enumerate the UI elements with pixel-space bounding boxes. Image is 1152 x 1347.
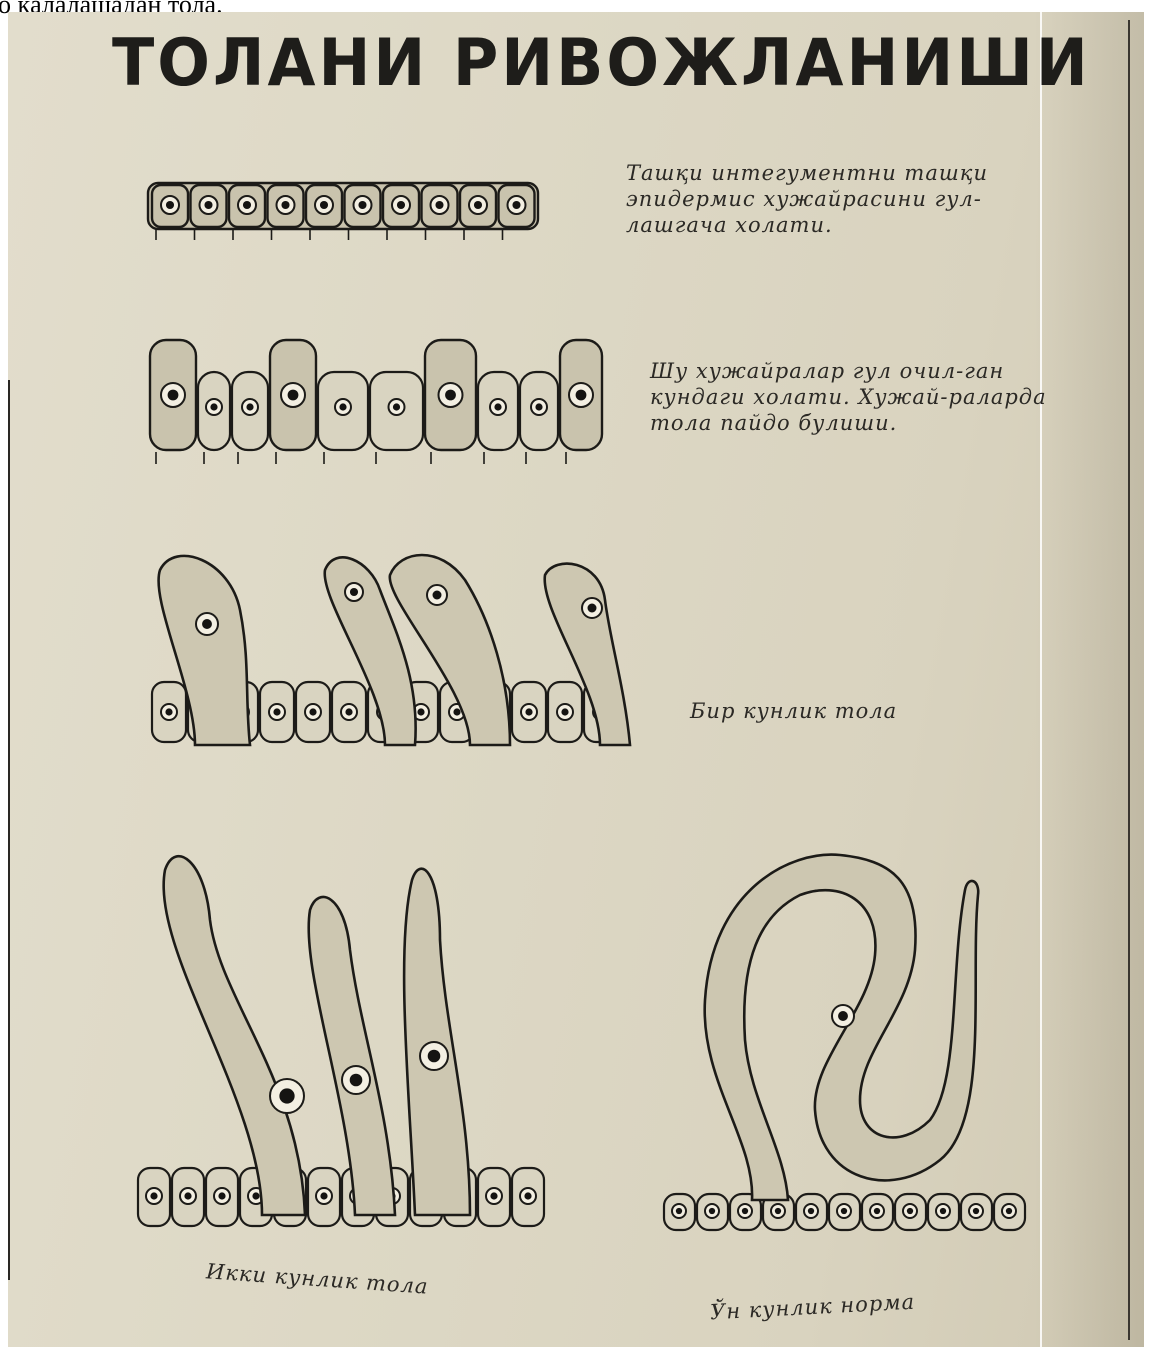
- stage-3-caption: Бир кунлик тола: [690, 698, 897, 724]
- poster-title: ТОЛАНИ РИВОЖЛАНИШИ: [112, 24, 1091, 101]
- stage-4-two-day-fibers: [138, 856, 544, 1226]
- stage-1-caption: Ташқи интегументни ташқи эпидермис хужай…: [626, 160, 1026, 238]
- stage-1-epidermis-row: [148, 183, 538, 240]
- stage-5-ten-day-fiber: [664, 855, 1025, 1230]
- stage-3-one-day-fibers: [152, 555, 630, 745]
- stage-2-caption: Шу хужайралар гул очил-ган кундаги холат…: [650, 358, 1070, 436]
- stage-2-cell-row: [150, 340, 602, 464]
- fold-highlight: [1040, 12, 1042, 1347]
